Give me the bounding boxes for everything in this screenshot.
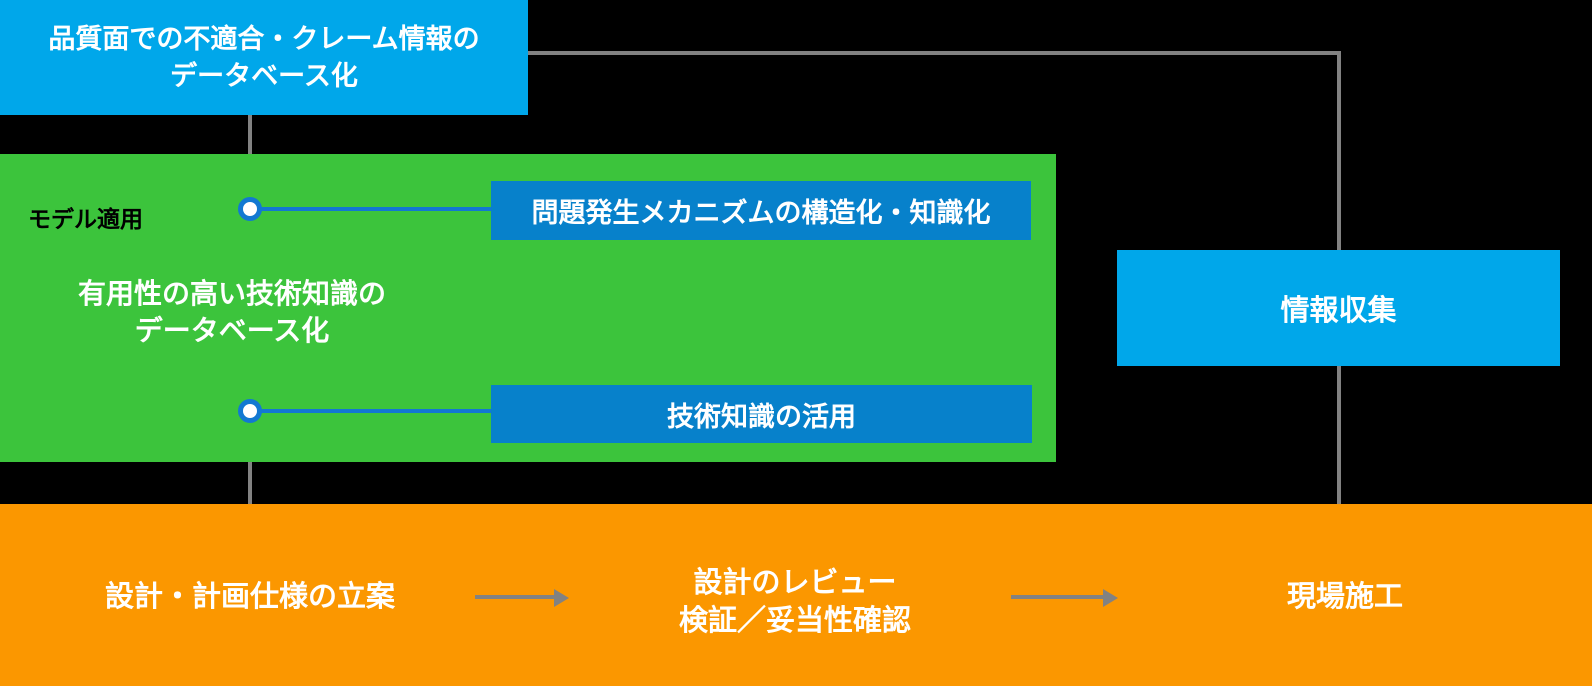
useful-knowledge-db-line1: 有用性の高い技術知識の <box>77 278 386 309</box>
step-site-construction: 現場施工 <box>1286 581 1403 613</box>
step-design-review: 設計のレビュー 検証／妥当性確認 <box>595 564 995 640</box>
info-collection-box: 情報収集 <box>1117 250 1560 366</box>
knowledge-use-box: 技術知識の活用 <box>491 385 1032 443</box>
branch-line-mechanism <box>250 207 491 211</box>
step-design-review-line2: 検証／妥当性確認 <box>678 605 911 637</box>
useful-knowledge-db-label: 有用性の高い技術知識の データベース化 <box>17 275 447 349</box>
process-arrow-line <box>475 595 555 599</box>
info-collection-label: 情報収集 <box>1280 295 1397 327</box>
process-arrow-line <box>1011 595 1104 599</box>
step-design-review-line1: 設計のレビュー <box>693 567 897 599</box>
useful-knowledge-db-line2: データベース化 <box>134 315 330 346</box>
arrow-right-icon <box>1103 589 1118 607</box>
connector-node-icon <box>238 197 262 221</box>
process-bar <box>0 504 1592 686</box>
branch-line-knowledge-use <box>250 409 491 413</box>
arrow-right-icon <box>554 589 569 607</box>
quality-claims-db-box: 品質面での不適合・クレーム情報の データベース化 <box>0 0 528 115</box>
quality-claims-db-line2: データベース化 <box>170 60 358 91</box>
knowledge-use-label: 技術知識の活用 <box>667 401 856 432</box>
quality-claims-db-line1: 品質面での不適合・クレーム情報の <box>48 23 480 54</box>
connector-top-horizontal-line <box>525 51 1341 55</box>
model-application-label: モデル適用 <box>28 206 143 232</box>
mechanism-structuring-box: 問題発生メカニズムの構造化・知識化 <box>491 181 1031 240</box>
step-design-planning: 設計・計画仕様の立案 <box>104 581 395 613</box>
connector-node-icon <box>238 399 262 423</box>
mechanism-structuring-label: 問題発生メカニズムの構造化・知識化 <box>531 198 991 228</box>
